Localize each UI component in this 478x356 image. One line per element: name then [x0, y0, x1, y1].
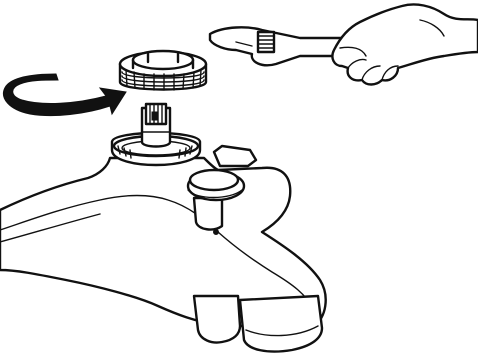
faucet-body — [0, 133, 326, 352]
wrench-worm-gear — [258, 32, 274, 52]
cartridge — [142, 104, 170, 147]
retaining-nut — [120, 51, 206, 90]
nut-hex-top — [133, 51, 193, 69]
right-leg — [240, 296, 322, 352]
diverter-stem — [194, 198, 222, 229]
rotation-arrow — [3, 74, 126, 116]
curved-arrow-icon — [3, 74, 126, 116]
diverter-screw — [214, 230, 219, 235]
hand-outline — [332, 4, 478, 84]
left-leg — [194, 296, 240, 343]
cartridge-notch — [152, 112, 158, 120]
diverter-knob-top — [190, 170, 238, 190]
hand — [332, 4, 478, 84]
spout-block — [214, 146, 256, 166]
